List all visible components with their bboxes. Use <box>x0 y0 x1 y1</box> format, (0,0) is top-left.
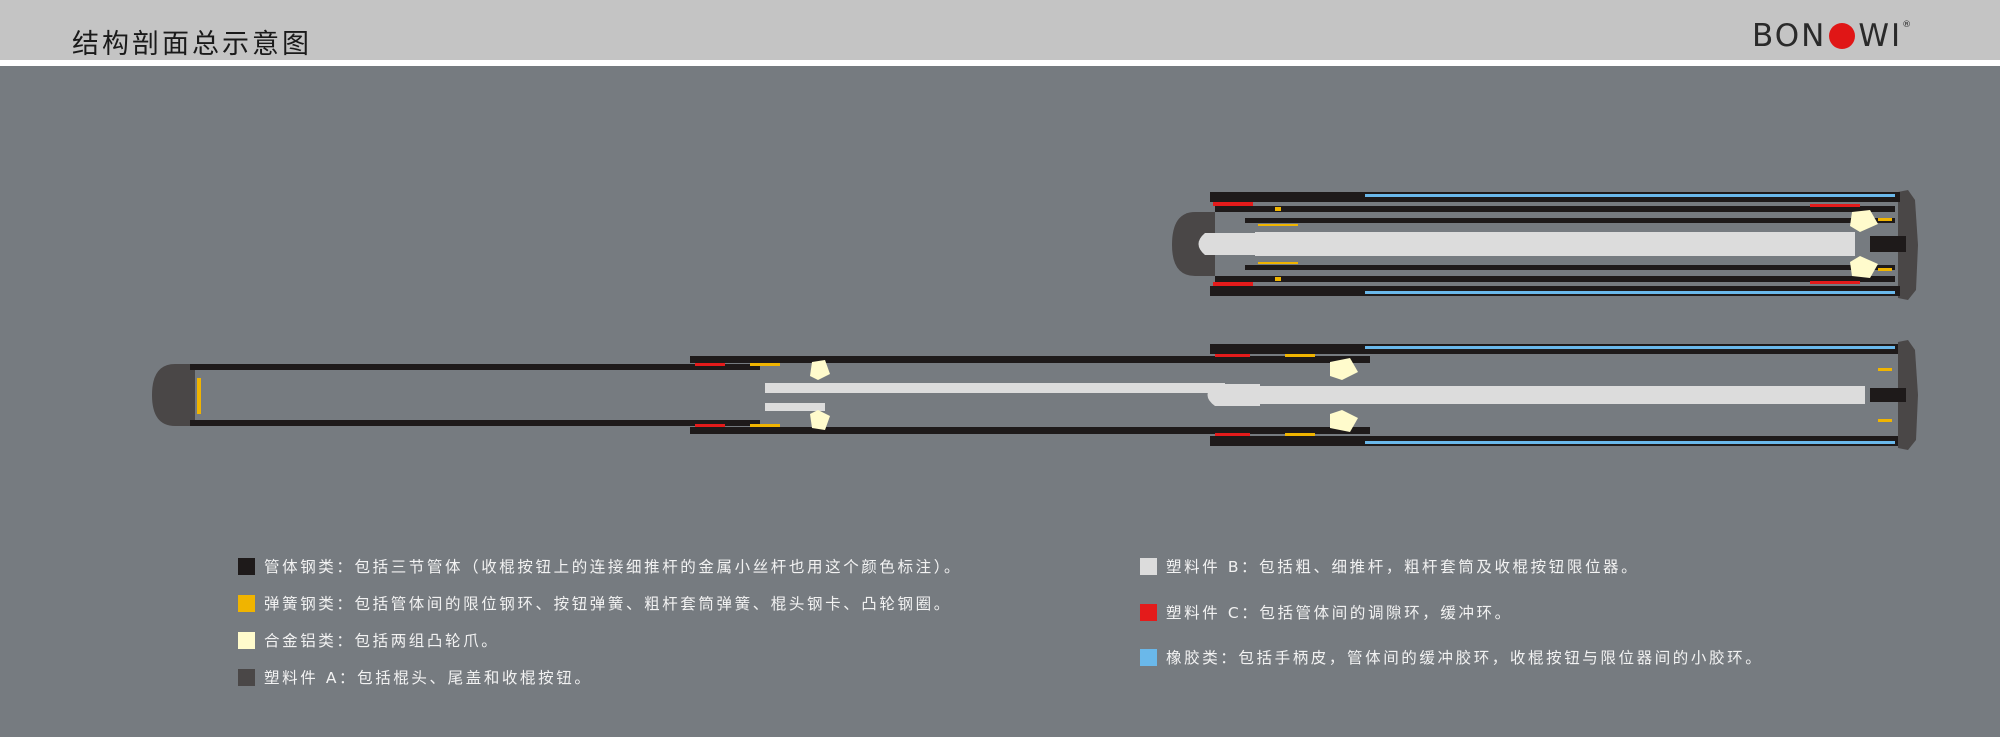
extended-grip-top <box>1365 346 1895 349</box>
header-divider <box>0 60 2000 66</box>
collapsed-middle-tube-bottom <box>1215 276 1895 282</box>
collapsed-red-ring-2 <box>1213 282 1253 286</box>
brand-text-end: WI <box>1858 18 1903 54</box>
extended-red-ring-3 <box>1215 354 1250 357</box>
extended-thick-rod-tip <box>1207 384 1260 406</box>
legend-label: 塑料件 A：包括棍头、尾盖和收棍按钮。 <box>264 669 593 687</box>
legend-label: 合金铝类：包括两组凸轮爪。 <box>264 632 500 650</box>
extended-yellow-clip-bottom <box>1878 419 1892 422</box>
collapsed-tail-cap <box>1898 190 1918 300</box>
collapsed-yellow-spring-top <box>1258 224 1298 226</box>
extended-middle-tube-top <box>690 356 1370 363</box>
legend-item-plastic-a: 塑料件 A：包括棍头、尾盖和收棍按钮。 <box>238 666 592 688</box>
extended-cam-claw-c <box>1330 358 1358 380</box>
extended-button-housing <box>1870 388 1906 402</box>
legend-swatch <box>238 594 255 612</box>
extended-inner-tube-top <box>190 364 760 370</box>
extended-red-ring-2 <box>695 424 725 427</box>
collapsed-red-ring-1 <box>1213 202 1253 206</box>
collapsed-middle-tube-top <box>1215 206 1895 212</box>
collapsed-yellow-ring-1 <box>1275 207 1281 211</box>
legend-swatch <box>1140 557 1157 575</box>
collapsed-thick-push-rod <box>1255 232 1855 256</box>
cross-section-diagram <box>152 190 1918 450</box>
collapsed-cam-claw-bottom <box>1850 256 1878 278</box>
collapsed-yellow-clip-bottom <box>1878 268 1892 271</box>
collapsed-baton <box>1172 190 1918 300</box>
extended-cam-claw-b <box>810 410 830 430</box>
legend-swatch <box>238 631 255 649</box>
legend-label: 塑料件 B：包括粗、细推杆，粗杆套筒及收棍按钮限位器。 <box>1166 558 1640 576</box>
extended-cam-claw-a <box>810 360 830 380</box>
collapsed-cam-claw-top <box>1850 210 1878 232</box>
header-bar <box>0 0 2000 60</box>
extended-middle-tube-bottom <box>690 427 1370 434</box>
extended-inner-tube-bottom <box>190 420 760 426</box>
collapsed-yellow-ring-2 <box>1275 277 1281 281</box>
extended-yellow-ring-3 <box>1285 354 1315 357</box>
legend-swatch <box>1140 648 1157 666</box>
collapsed-head-cap <box>1172 212 1215 276</box>
collapsed-rod-tip <box>1198 233 1260 255</box>
legend-item-rubber: 橡胶类：包括手柄皮，管体间的缓冲胶环，收棍按钮与限位器间的小胶环。 <box>1140 646 1763 668</box>
collapsed-yellow-clip-top <box>1878 218 1892 221</box>
brand-text-start: BON <box>1752 18 1827 54</box>
legend-label: 橡胶类：包括手柄皮，管体间的缓冲胶环，收棍按钮与限位器间的小胶环。 <box>1166 649 1764 667</box>
legend-item-plastic-b: 塑料件 B：包括粗、细推杆，粗杆套筒及收棍按钮限位器。 <box>1140 555 1639 577</box>
legend-swatch <box>238 668 255 686</box>
extended-thin-push-rod <box>765 383 1225 393</box>
legend-item-spring-steel: 弹簧钢类：包括管体间的限位钢环、按钮弹簧、粗杆套筒弹簧、棍头钢卡、凸轮钢圈。 <box>238 592 952 614</box>
extended-yellow-ring-4 <box>1285 433 1315 436</box>
extended-thick-push-rod <box>1255 386 1865 404</box>
extended-red-ring-4 <box>1215 433 1250 436</box>
extended-yellow-ring-1 <box>750 363 780 366</box>
legend-swatch <box>1140 603 1157 621</box>
legend-item-plastic-c: 塑料件 C：包括管体间的调隙环，缓冲环。 <box>1140 601 1513 623</box>
extended-head-clip <box>197 378 201 414</box>
extended-yellow-ring-2 <box>750 424 780 427</box>
brand-dot-icon <box>1829 23 1856 49</box>
extended-yellow-clip-top <box>1878 368 1892 371</box>
legend-swatch <box>238 557 255 575</box>
collapsed-red-ring-4 <box>1810 281 1860 284</box>
extended-thin-rod-sleeve <box>765 403 825 411</box>
collapsed-yellow-spring-bottom <box>1258 262 1298 264</box>
diagram-area: 管体钢类：包括三节管体（收棍按钮上的连接细推杆的金属小丝杆也用这个颜色标注）。 … <box>0 66 2000 737</box>
collapsed-inner-tube-top <box>1245 218 1895 223</box>
extended-tail-cap <box>1898 340 1918 450</box>
legend-label: 弹簧钢类：包括管体间的限位钢环、按钮弹簧、粗杆套筒弹簧、棍头钢卡、凸轮钢圈。 <box>264 595 952 613</box>
collapsed-red-ring-3 <box>1810 204 1860 207</box>
legend-item-aluminum: 合金铝类：包括两组凸轮爪。 <box>238 629 499 651</box>
legend-label: 塑料件 C：包括管体间的调隙环，缓冲环。 <box>1166 604 1513 622</box>
extended-red-ring-1 <box>695 363 725 366</box>
collapsed-button-housing <box>1870 236 1906 252</box>
brand-logo: BON WI ® <box>1752 18 1913 54</box>
page-title: 结构剖面总示意图 <box>72 29 312 60</box>
registered-mark: ® <box>1902 20 1914 30</box>
legend-item-steel: 管体钢类：包括三节管体（收棍按钮上的连接细推杆的金属小丝杆也用这个颜色标注）。 <box>238 555 962 577</box>
extended-baton <box>152 340 1918 450</box>
extended-head-cap <box>152 364 195 426</box>
collapsed-inner-tube-bottom <box>1245 265 1895 270</box>
collapsed-grip-top <box>1365 194 1895 197</box>
legend-label: 管体钢类：包括三节管体（收棍按钮上的连接细推杆的金属小丝杆也用这个颜色标注）。 <box>264 558 963 576</box>
extended-cam-claw-d <box>1330 410 1358 432</box>
extended-grip-bottom <box>1365 441 1895 444</box>
collapsed-grip-bottom <box>1365 291 1895 294</box>
